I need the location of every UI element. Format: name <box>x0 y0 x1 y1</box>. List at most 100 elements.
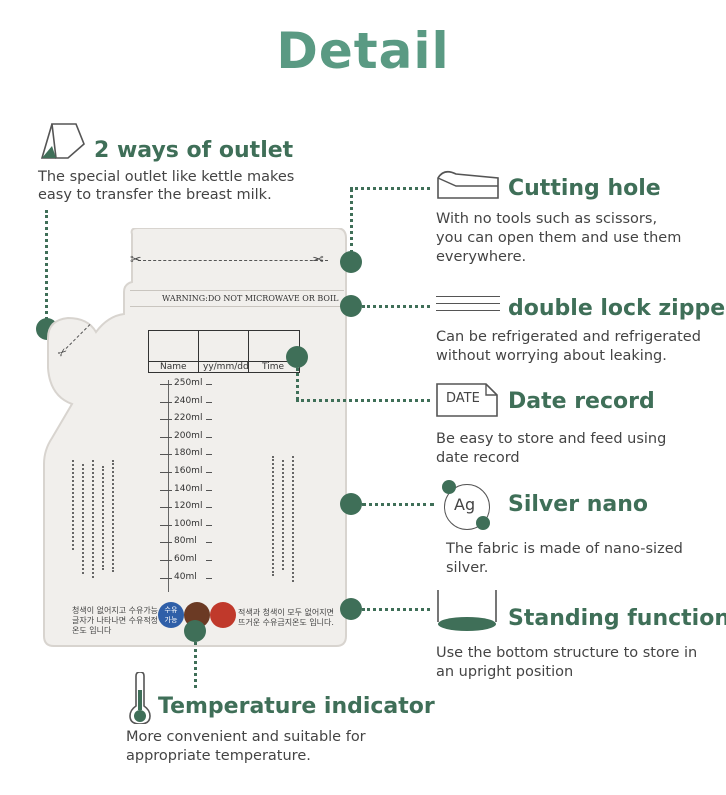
temperature-desc-line-1: More convenient and suitable for <box>126 729 366 745</box>
measure-label: 240ml <box>174 395 203 406</box>
measure-tick <box>206 401 212 403</box>
cut-line <box>138 260 328 261</box>
measure-tick <box>206 489 212 491</box>
scissors-icon: ✂ <box>130 252 142 268</box>
measure-tick <box>206 436 212 438</box>
silver-icon-text: Ag <box>454 495 476 514</box>
standing-desc-line-2: an upright position <box>436 664 574 680</box>
silver-desc-line-1: The fabric is made of nano-sized <box>446 541 683 557</box>
measure-tick <box>160 401 172 403</box>
cutting-connector-h <box>350 187 430 190</box>
temperature-title: Temperature indicator <box>158 694 435 719</box>
measure-label: 250ml <box>174 378 203 388</box>
outlet-desc-line-2: easy to transfer the breast milk. <box>38 187 272 203</box>
warning-text: WARNING:DO NOT MICROWAVE OR BOIL <box>162 294 339 303</box>
measure-label: 60ml <box>174 554 197 564</box>
standing-desc-line-1: Use the bottom structure to store in <box>436 645 698 661</box>
measure-tick <box>206 384 212 385</box>
measure-label: 100ml <box>174 518 203 529</box>
measure-label: 80ml <box>174 536 197 547</box>
outlet-desc-line-1: The special outlet like kettle makes <box>38 169 295 185</box>
silver-marker-dot <box>340 493 362 515</box>
measure-tick <box>160 384 172 385</box>
measure-label: 120ml <box>174 501 203 512</box>
cutting-desc-line-1: With no tools such as scissors, <box>436 211 658 227</box>
korean-vertical-text-right <box>270 456 302 586</box>
cutting-desc-line-2: you can open them and use them <box>436 230 682 246</box>
silver-title: Silver nano <box>508 492 648 517</box>
indicator-badge-blue: 수유 가능 <box>158 602 184 628</box>
silver-connector <box>362 503 434 506</box>
measure-tick <box>160 560 172 561</box>
measure-tick <box>206 454 212 456</box>
measure-tick <box>160 454 172 456</box>
indicator-note-left-2: 글자가 나타나면 수유적정 <box>72 616 159 625</box>
measure-tick <box>160 577 172 579</box>
thermometer-icon <box>128 671 152 725</box>
cutting-connector-v <box>350 188 353 254</box>
milk-bag-illustration: ✂ ✂ WARNING:DO NOT MICROWAVE OR BOIL ✂ N… <box>40 228 354 648</box>
zipper-icon <box>436 296 500 316</box>
zipper-title: double lock zipper <box>508 296 726 321</box>
measure-tick <box>160 436 172 438</box>
measure-label: 180ml <box>174 448 203 459</box>
zipper-marker-dot <box>340 295 362 317</box>
indicator-note-right-2: 뜨거운 수유금지온도 입니다. <box>238 618 334 627</box>
measure-tick <box>206 507 212 509</box>
korean-vertical-text-left <box>70 460 118 580</box>
standing-connector <box>362 608 430 611</box>
date-icon: DATE <box>436 383 498 417</box>
outlet-connector <box>45 210 48 320</box>
temperature-desc-line-2: appropriate temperature. <box>126 748 311 764</box>
cutting-desc-line-3: everywhere. <box>436 249 527 265</box>
zipper-desc-line-1: Can be refrigerated and refrigerated <box>436 329 701 345</box>
measure-tick <box>160 472 172 473</box>
measure-label: 200ml <box>174 430 203 441</box>
silver-desc-line-2: silver. <box>446 560 489 576</box>
table-col-date: yy/mm/dd <box>203 362 249 372</box>
table-divider <box>198 330 199 372</box>
date-desc-line-2: date record <box>436 450 520 466</box>
date-connector-v <box>296 368 299 400</box>
measure-label: 40ml <box>174 571 197 582</box>
badge-text-1: 수유 <box>164 606 178 614</box>
measure-scale-line <box>168 380 169 592</box>
date-connector-h <box>296 399 430 402</box>
cutting-title: Cutting hole <box>508 176 661 201</box>
date-table <box>148 330 300 362</box>
table-col-time: Time <box>262 362 285 372</box>
table-col-name: Name <box>160 362 187 372</box>
measure-tick <box>160 524 172 526</box>
temperature-marker-dot <box>184 620 206 642</box>
measure-label: 220ml <box>174 413 203 424</box>
silver-nano-icon: Ag <box>440 480 496 532</box>
measure-label: 160ml <box>174 466 203 476</box>
page-title: Detail <box>276 22 450 80</box>
table-divider <box>248 330 249 372</box>
date-desc-line-1: Be easy to store and feed using <box>436 431 667 447</box>
standing-title: Standing function <box>508 606 726 631</box>
indicator-note-right-1: 적색과 청색이 모두 없어지면 <box>238 608 334 617</box>
outlet-icon <box>38 118 88 164</box>
zipper-connector <box>362 305 430 308</box>
zipper-desc-line-2: without worrying about leaking. <box>436 348 667 364</box>
measure-tick <box>206 560 212 561</box>
cutting-marker-dot <box>340 251 362 273</box>
measure-tick <box>160 489 172 491</box>
measure-tick <box>160 507 172 509</box>
date-icon-text: DATE <box>446 391 480 406</box>
date-title: Date record <box>508 389 655 414</box>
date-marker-dot <box>286 346 308 368</box>
measure-tick <box>206 542 212 544</box>
measure-tick <box>160 542 172 544</box>
cutting-hole-icon <box>436 166 500 202</box>
badge-text-2: 가능 <box>164 616 178 624</box>
indicator-note-left-1: 청색이 없어지고 수유가능 <box>72 606 159 615</box>
zipper-line <box>130 290 344 291</box>
measure-tick <box>206 524 212 526</box>
indicator-badge-red <box>210 602 236 628</box>
scissors-icon: ✂ <box>312 252 324 268</box>
temperature-connector <box>194 642 197 688</box>
measure-tick <box>160 419 172 421</box>
measure-label: 140ml <box>174 483 203 494</box>
